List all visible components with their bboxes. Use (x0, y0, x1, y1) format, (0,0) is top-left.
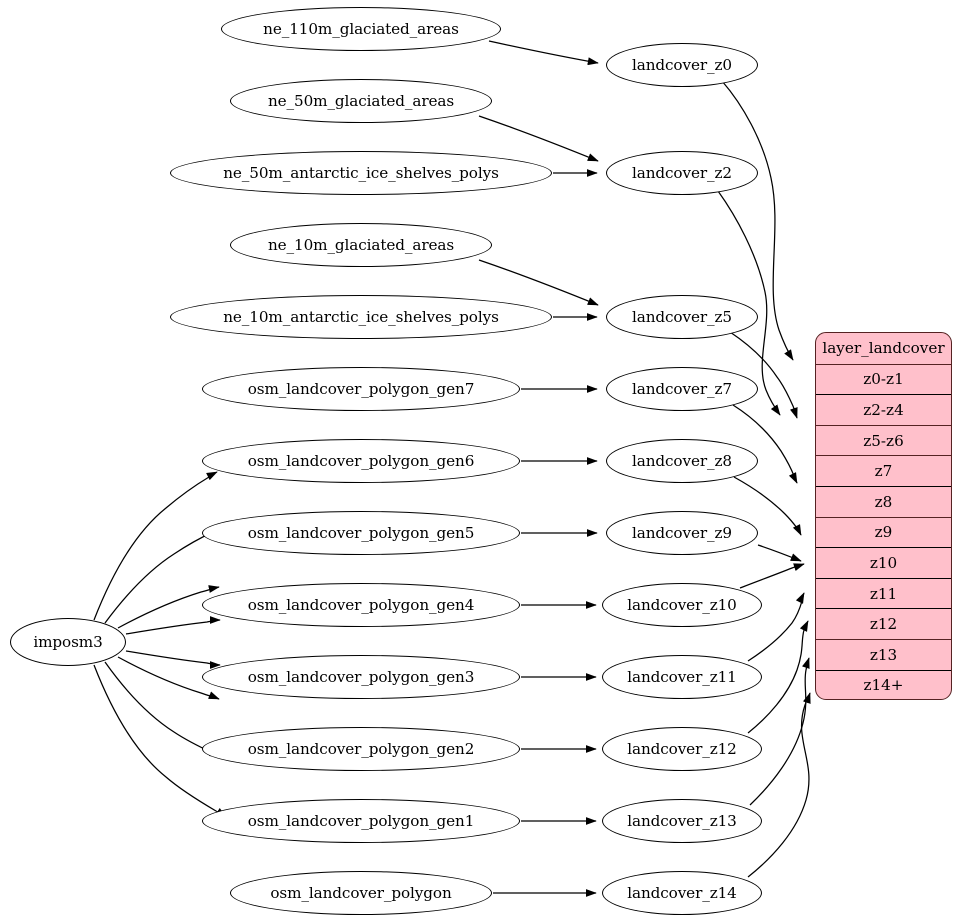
node-landcover-z9[interactable]: landcover_z9 (606, 511, 758, 555)
edge-z5-row3 (729, 331, 798, 419)
node-label: landcover_z13 (627, 812, 737, 830)
edge-z8-row5 (733, 476, 802, 536)
node-landcover-z5[interactable]: landcover_z5 (606, 295, 758, 339)
edge-imposm3-gen4 (125, 616, 221, 635)
node-label: osm_landcover_polygon_gen7 (247, 380, 475, 398)
table-row-z8[interactable]: z8 (816, 485, 951, 517)
table-row-z5-z6[interactable]: z5-z6 (816, 424, 951, 456)
node-ne-110m-glaciated-areas[interactable]: ne_110m_glaciated_areas (221, 7, 501, 51)
node-layer-landcover-table[interactable]: layer_landcover z0-z1 z2-z4 z5-z6 z7 z8 … (815, 332, 952, 700)
node-osm-landcover-polygon-gen7[interactable]: osm_landcover_polygon_gen7 (202, 367, 520, 411)
node-landcover-z12[interactable]: landcover_z12 (602, 727, 762, 771)
table-row-z11[interactable]: z11 (816, 577, 951, 609)
node-label: osm_landcover_polygon_gen2 (247, 740, 475, 758)
edge-ne50mglac-z2 (478, 115, 599, 162)
node-ne-10m-glaciated-areas[interactable]: ne_10m_glaciated_areas (230, 223, 492, 267)
edge-z9-row6 (757, 544, 802, 562)
edge-imposm3-gen6 (104, 527, 221, 624)
edges-group (93, 40, 811, 897)
node-label: ne_110m_glaciated_areas (263, 20, 459, 38)
node-ne-50m-glaciated-areas[interactable]: ne_50m_glaciated_areas (230, 79, 492, 123)
node-label: osm_landcover_polygon_gen6 (247, 452, 475, 470)
table-row-z0-z1[interactable]: z0-z1 (816, 363, 951, 395)
edge-imposm3-gen7 (93, 471, 218, 621)
node-osm-landcover-polygon[interactable]: osm_landcover_polygon (230, 871, 492, 915)
table-row-label: z10 (869, 553, 898, 572)
node-landcover-z2[interactable]: landcover_z2 (606, 151, 758, 195)
node-label: landcover_z8 (632, 452, 732, 470)
node-osm-landcover-polygon-gen4[interactable]: osm_landcover_polygon_gen4 (202, 583, 520, 627)
node-label: osm_landcover_polygon_gen4 (247, 596, 475, 614)
edge-imposm3-polygon (93, 664, 227, 818)
table-row-z12[interactable]: z12 (816, 608, 951, 639)
table-row-z10[interactable]: z10 (816, 547, 951, 578)
table-row-z9[interactable]: z9 (816, 516, 951, 548)
edge-z0-row1 (721, 80, 794, 361)
table-row-label: z12 (869, 615, 898, 634)
node-landcover-z13[interactable]: landcover_z13 (602, 799, 762, 843)
node-label: landcover_z11 (627, 668, 737, 686)
node-label: landcover_z0 (632, 56, 732, 74)
table-row-z14-plus[interactable]: z14+ (816, 669, 951, 699)
edge-z12-row9 (747, 620, 809, 734)
node-label: landcover_z7 (632, 380, 732, 398)
edge-z14-row11 (747, 692, 811, 878)
node-osm-landcover-polygon-gen2[interactable]: osm_landcover_polygon_gen2 (202, 727, 520, 771)
node-label: landcover_z5 (632, 308, 732, 326)
table-row-label: z8 (874, 492, 893, 511)
node-label: osm_landcover_polygon_gen3 (247, 668, 475, 686)
table-row-z2-z4[interactable]: z2-z4 (816, 394, 951, 425)
edge-imposm3-gen5 (117, 585, 220, 629)
node-imposm3[interactable]: imposm3 (10, 618, 126, 666)
node-osm-landcover-polygon-gen1[interactable]: osm_landcover_polygon_gen1 (202, 799, 520, 843)
node-landcover-z14[interactable]: landcover_z14 (602, 871, 762, 915)
node-label: osm_landcover_polygon_gen5 (247, 524, 475, 542)
node-label: ne_50m_antarctic_ice_shelves_polys (223, 164, 499, 182)
node-landcover-z8[interactable]: landcover_z8 (606, 439, 758, 483)
edge-z11-row8 (747, 592, 805, 662)
table-row-label: z7 (874, 462, 893, 481)
node-label: ne_50m_glaciated_areas (267, 92, 455, 110)
edge-imposm3-gen3 (125, 650, 221, 669)
node-ne-10m-antarctic-ice-shelves-polys[interactable]: ne_10m_antarctic_ice_shelves_polys (170, 295, 552, 339)
node-landcover-z7[interactable]: landcover_z7 (606, 367, 758, 411)
table-row-z13[interactable]: z13 (816, 638, 951, 670)
node-label: ne_10m_antarctic_ice_shelves_polys (223, 308, 499, 326)
node-label: osm_landcover_polygon (270, 884, 452, 902)
edge-z7-row4 (732, 404, 798, 484)
table-row-label: z13 (869, 645, 898, 664)
node-label: imposm3 (33, 633, 103, 651)
node-label: landcover_z14 (627, 884, 737, 902)
edge-ne10mglac-z5 (478, 259, 599, 306)
table-row-z7[interactable]: z7 (816, 455, 951, 486)
node-label: landcover_z2 (632, 164, 732, 182)
edge-ne110m-z0 (488, 40, 599, 66)
node-label: ne_10m_glaciated_areas (267, 236, 455, 254)
node-ne-50m-antarctic-ice-shelves-polys[interactable]: ne_50m_antarctic_ice_shelves_polys (170, 151, 552, 195)
table-row-label: z11 (869, 584, 898, 603)
node-landcover-z11[interactable]: landcover_z11 (602, 655, 762, 699)
node-label: osm_landcover_polygon_gen1 (247, 812, 475, 830)
node-label: landcover_z12 (627, 740, 737, 758)
table-row-label: z9 (874, 523, 893, 542)
node-landcover-z10[interactable]: landcover_z10 (602, 583, 762, 627)
table-row-label: z2-z4 (863, 400, 904, 419)
table-row-label: z14+ (863, 676, 904, 695)
node-osm-landcover-polygon-gen6[interactable]: osm_landcover_polygon_gen6 (202, 439, 520, 483)
node-label: landcover_z9 (632, 524, 732, 542)
node-label: landcover_z10 (627, 596, 737, 614)
node-landcover-z0[interactable]: landcover_z0 (606, 43, 758, 87)
node-osm-landcover-polygon-gen3[interactable]: osm_landcover_polygon_gen3 (202, 655, 520, 699)
table-row-label: z5-z6 (863, 431, 904, 450)
edge-z2-row2 (717, 190, 781, 416)
edge-imposm3-gen2 (117, 656, 220, 700)
edge-z10-row7 (739, 563, 805, 589)
node-osm-landcover-polygon-gen5[interactable]: osm_landcover_polygon_gen5 (202, 511, 520, 555)
table-header-label: layer_landcover (822, 339, 945, 358)
table-row-label: z0-z1 (863, 370, 904, 389)
table-header: layer_landcover (816, 333, 951, 364)
